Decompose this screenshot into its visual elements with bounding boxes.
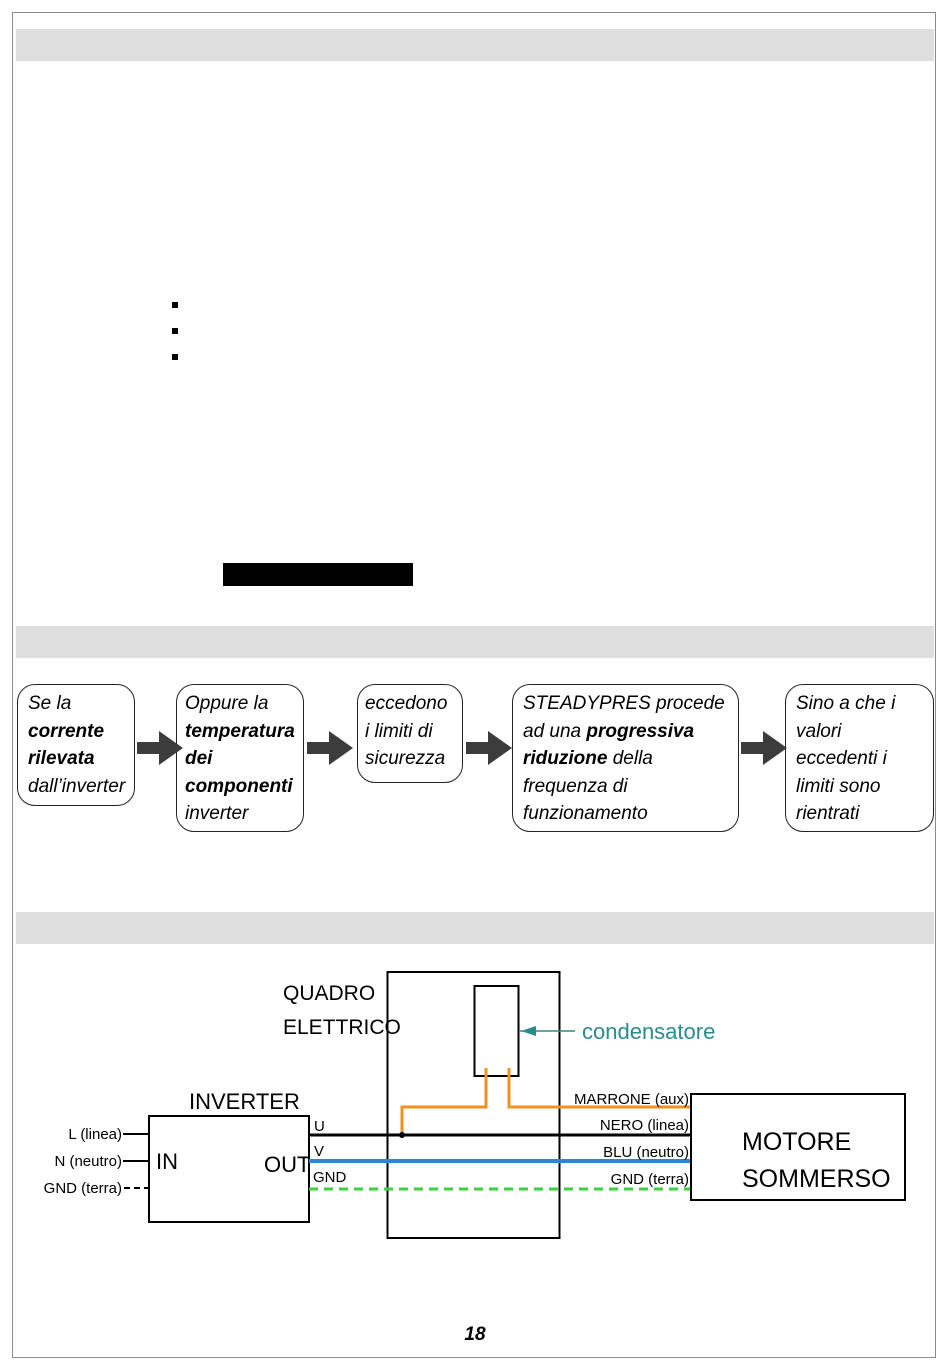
flow-text: Oppure la [185, 693, 269, 714]
input-label-l: L (linea) [68, 1126, 122, 1143]
quadro-elettrico-box [386, 971, 561, 1239]
flow-text: limiti sono [796, 775, 881, 797]
arrow-right-icon [466, 731, 512, 765]
flow-box-until: Sino a che i valori eccedenti i limiti s… [785, 684, 934, 832]
bullet-point [172, 354, 178, 360]
inverter-out-label: OUT [264, 1152, 310, 1177]
arrow-right-icon [307, 731, 353, 765]
arrow-right-icon [137, 731, 183, 765]
flow-text: ad una [523, 720, 582, 742]
quadro-label-line2: ELETTRICO [283, 1016, 401, 1039]
inverter-in-label: IN [156, 1149, 178, 1174]
flow-text: rientrati [796, 803, 860, 824]
flow-text: eccedono [365, 693, 448, 714]
flow-text-bold: rilevata [28, 748, 95, 769]
quadro-label-line1: QUADRO [283, 982, 375, 1005]
bullet-point [172, 302, 178, 308]
motore-label-line2: SOMMERSO [742, 1165, 891, 1193]
flow-text: STEADYPRES procede [523, 693, 725, 714]
input-label-n: N (neutro) [54, 1153, 122, 1170]
page-border [12, 12, 936, 1358]
motore-sommerso-box [690, 1093, 906, 1201]
wiring-diagram: condensatore QUADRO ELETTRICO INVERTER I… [44, 971, 906, 1239]
arrow-right-icon [741, 731, 787, 765]
flow-text-bold: progressiva [586, 720, 695, 742]
flow-text: sicurezza [365, 748, 446, 769]
page-number: 18 [464, 1324, 486, 1345]
motor-label-marrone: MARRONE (aux) [574, 1091, 689, 1108]
section-header-band-1 [16, 29, 934, 61]
output-label-v: V [314, 1143, 324, 1160]
flow-text: funzionamento [523, 803, 648, 824]
flow-text: Se la [28, 693, 72, 714]
flow-text-bold: dei [185, 748, 213, 769]
motor-label-gnd: GND (terra) [611, 1171, 689, 1188]
motor-label-blu: BLU (neutro) [603, 1144, 689, 1161]
flow-text-bold: riduzione [523, 748, 608, 769]
redaction-bar [223, 563, 413, 586]
condensatore-arrow-icon [521, 1026, 536, 1036]
condensatore-label: condensatore [582, 1019, 715, 1044]
bullet-point [172, 328, 178, 334]
flow-text: della [612, 748, 653, 769]
input-label-gnd: GND (terra) [44, 1180, 122, 1197]
flow-text: Sino a che i [796, 693, 896, 714]
flow-box-exceed: eccedono i limiti di sicurezza [357, 684, 463, 783]
wire-orange-aux-to-u [400, 1068, 488, 1135]
flow-text: frequenza di [523, 775, 628, 797]
output-label-gnd: GND [313, 1169, 347, 1186]
flow-text: inverter [185, 803, 249, 824]
capacitor-symbol [473, 985, 520, 1077]
flow-box-steadypres: STEADYPRES procede ad una progressiva ri… [512, 684, 739, 832]
motor-label-nero: NERO (linea) [600, 1117, 689, 1134]
flow-text-bold: componenti [185, 775, 293, 797]
inverter-label: INVERTER [189, 1089, 300, 1114]
output-label-u: U [314, 1118, 325, 1135]
flow-text-bold: corrente [28, 720, 105, 742]
flow-text-bold: temperatura [185, 720, 295, 742]
flow-text: dall’inverter [28, 775, 126, 797]
motore-label-line1: MOTORE [742, 1128, 851, 1156]
flow-box-current: Se la corrente rilevata dall’inverter [17, 684, 135, 806]
section-header-band-3 [16, 912, 934, 944]
wire-orange-aux-to-motor [507, 1068, 691, 1109]
flow-box-temperature: Oppure la temperatura dei componenti inv… [176, 684, 304, 832]
flow-text: valori [796, 720, 842, 742]
inverter-box [148, 1115, 310, 1223]
section-header-band-2 [16, 626, 934, 658]
flow-text: eccedenti i [796, 748, 887, 769]
junction-dot [399, 1132, 405, 1138]
flow-text: i limiti di [365, 720, 433, 742]
